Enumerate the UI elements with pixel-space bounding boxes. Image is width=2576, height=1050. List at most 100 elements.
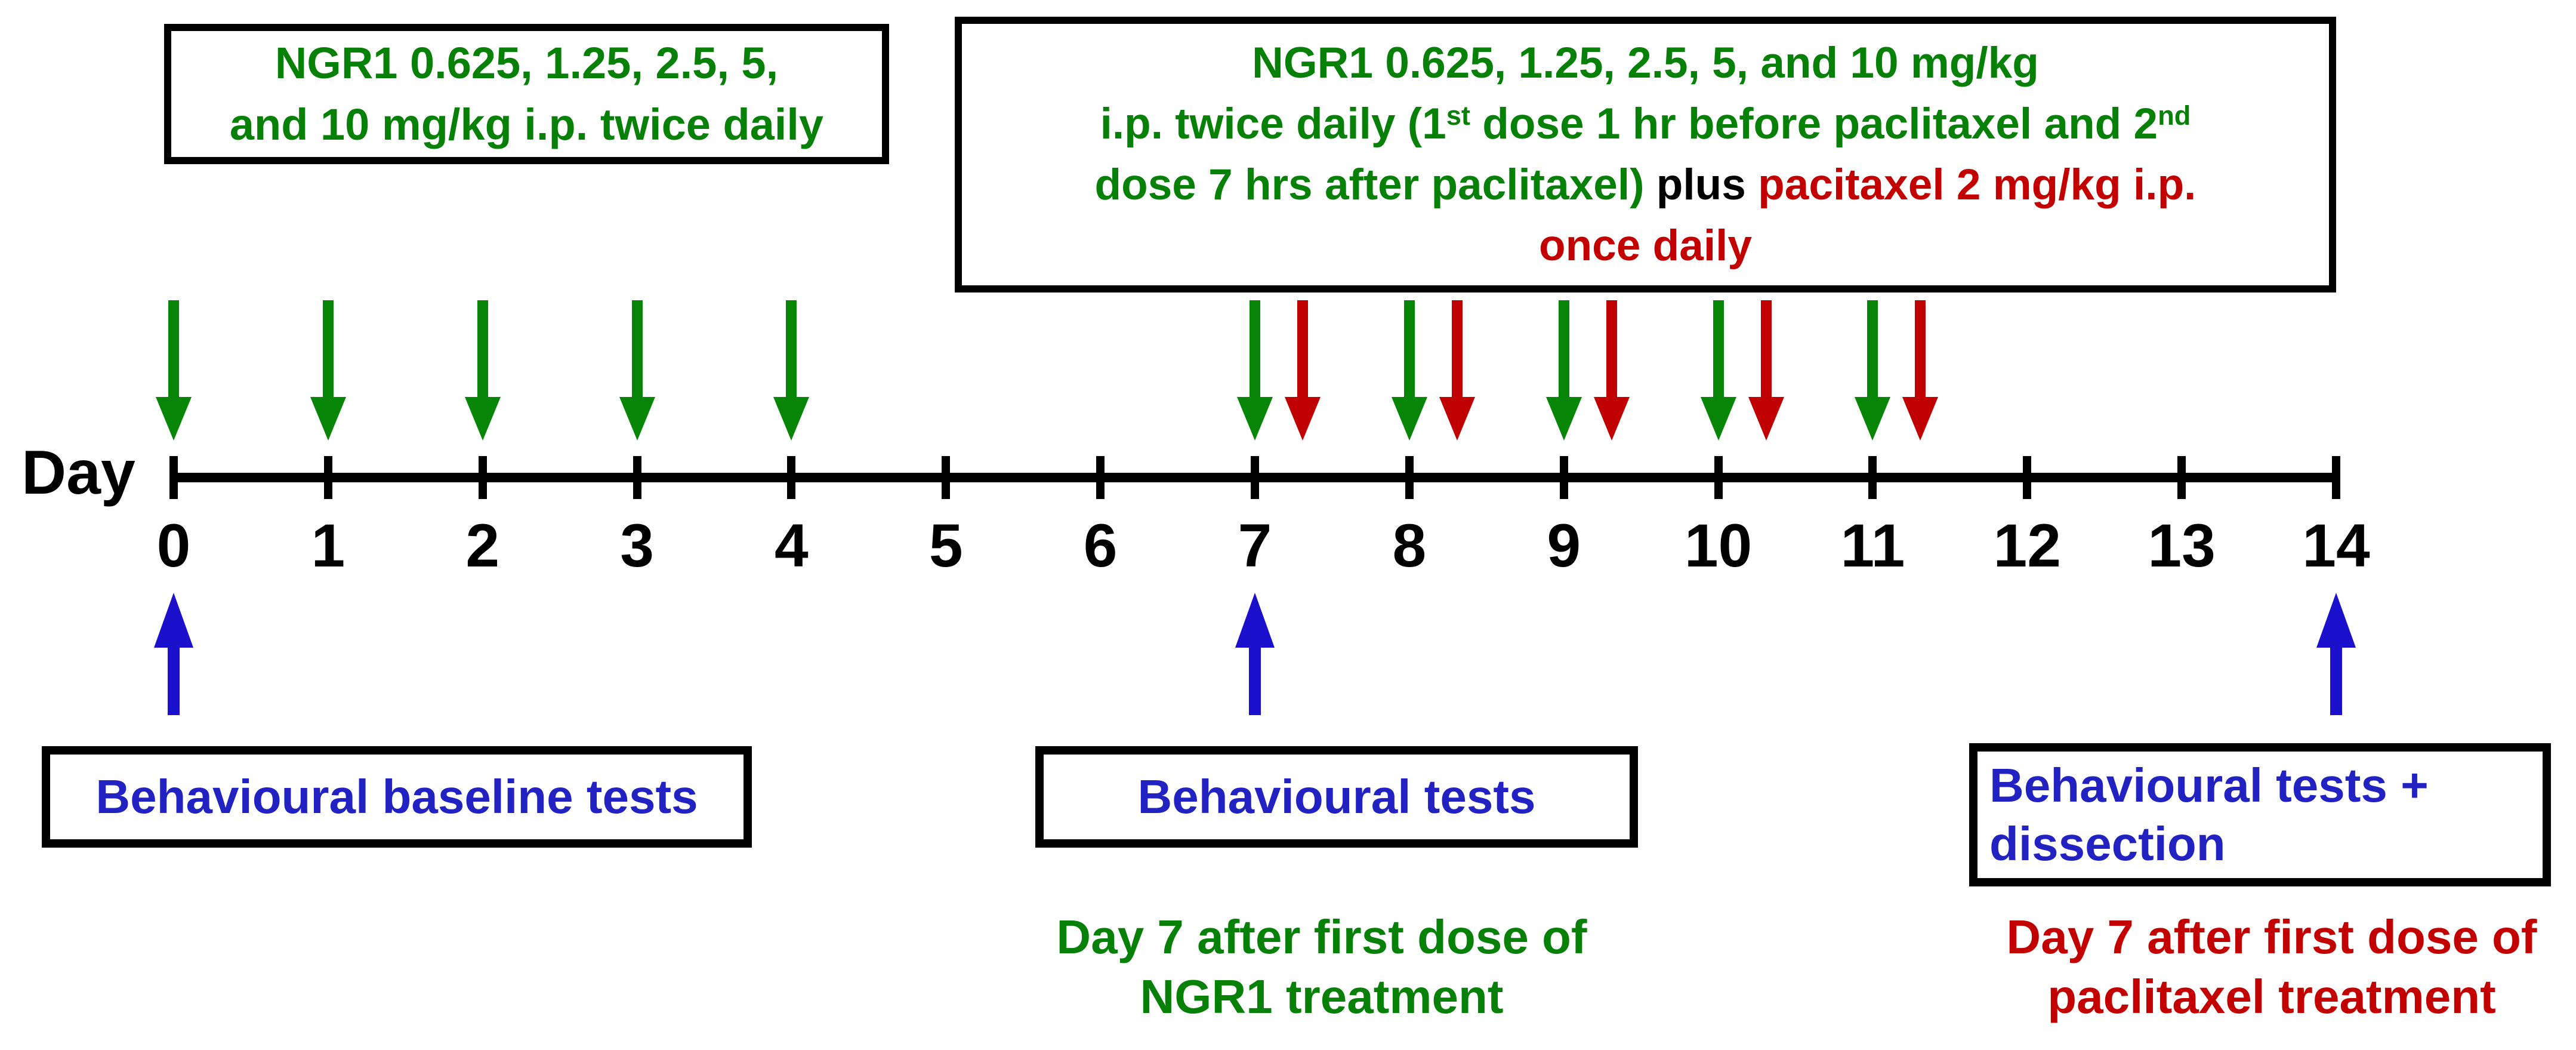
day7-paclitaxel-annotation: Day 7 after first dose of paclitaxel trea… — [1917, 907, 2576, 1027]
text-segment: dose 7 hrs after paclitaxel) — [1094, 161, 1656, 209]
arrow-head — [1439, 397, 1475, 441]
ngr1-alone-dosing-box: NGR1 0.625, 1.25, 2.5, 5, and 10 mg/kg i.… — [164, 24, 889, 164]
text-line: Day 7 after first dose of — [2006, 910, 2537, 963]
ngr1-dose-arrow — [1545, 300, 1582, 441]
ngr1-dose-arrow — [1391, 300, 1427, 441]
text-segment: dose 1 hr before paclitaxel and 2 — [1470, 99, 2158, 148]
text-line: once daily — [1539, 215, 1752, 276]
text-line: Behavioural baseline tests — [95, 770, 698, 824]
ngr1-plus-paclitaxel-dosing-box: NGR1 0.625, 1.25, 2.5, 5, and 10 mg/kg i.… — [955, 17, 2336, 292]
day-tick-label: 6 — [1083, 512, 1118, 580]
text-line: dissection — [1989, 817, 2226, 870]
ngr1-dose-arrow — [156, 300, 192, 441]
behavioural-baseline-tests-box: Behavioural baseline tests — [42, 746, 752, 848]
ngr1-dose-arrow — [619, 300, 655, 441]
paclitaxel-dose-arrow — [1284, 300, 1321, 441]
ngr1-dose-arrow — [310, 300, 346, 441]
text-line: Behavioural tests + — [1989, 759, 2429, 812]
arrow-shaft — [1713, 300, 1724, 398]
arrow-head — [1902, 397, 1939, 441]
arrow-head — [154, 593, 193, 648]
day-tick — [1714, 456, 1723, 499]
arrow-shaft — [1403, 300, 1415, 398]
text-line: dose 7 hrs after paclitaxel) plus pacita… — [1095, 155, 2196, 215]
axis-label-day: Day — [21, 438, 135, 507]
arrow-head — [2316, 593, 2356, 648]
day-tick-label: 11 — [1840, 512, 1905, 580]
arrow-head — [1700, 397, 1736, 441]
day-tick — [1559, 456, 1568, 499]
day-tick — [787, 456, 796, 499]
text-line: NGR1 0.625, 1.25, 2.5, 5, and 10 mg/kg — [1252, 33, 2039, 94]
text-line: Behavioural tests — [1137, 770, 1536, 824]
day7-ngr1-annotation: Day 7 after first dose of NGR1 treatment — [967, 907, 1677, 1027]
day-tick-label: 14 — [2302, 512, 2370, 580]
arrow-head — [310, 397, 346, 441]
day-tick — [1096, 456, 1105, 499]
day-tick — [2177, 456, 2186, 499]
arrow-shaft — [1558, 300, 1569, 398]
paclitaxel-dose-arrow — [1902, 300, 1939, 441]
arrow-head — [619, 397, 655, 441]
arrow-head — [1545, 397, 1582, 441]
arrow-head — [773, 397, 810, 441]
text-segment: pacitaxel 2 mg/kg i.p. — [1758, 161, 2196, 209]
day-tick — [323, 456, 332, 499]
day-tick-label: 12 — [1993, 512, 2062, 580]
day-tick-label: 9 — [1547, 512, 1581, 580]
arrow-shaft — [168, 300, 179, 398]
arrow-shaft — [2330, 646, 2342, 715]
day-tick-label: 10 — [1684, 512, 1753, 580]
paclitaxel-dose-arrow — [1748, 300, 1784, 441]
arrow-head — [1391, 397, 1427, 441]
text-segment: nd — [2158, 100, 2191, 131]
text-segment: plus — [1656, 161, 1759, 209]
day-tick-label: 2 — [465, 512, 500, 580]
arrow-shaft — [322, 300, 334, 398]
day-tick — [2023, 456, 2032, 499]
text-line: i.p. twice daily (1st dose 1 hr before p… — [1100, 94, 2191, 155]
arrow-shaft — [1606, 300, 1617, 398]
text-segment: st — [1446, 100, 1470, 131]
behavioural-tests-dissection-box: Behavioural tests +dissection — [1969, 743, 2551, 886]
arrow-head — [1284, 397, 1321, 441]
text-segment: NGR1 0.625, 1.25, 2.5, 5, — [274, 38, 779, 88]
text-segment: once daily — [1538, 221, 1752, 270]
day-tick-label: 5 — [928, 512, 963, 580]
arrow-head — [1855, 397, 1891, 441]
day-tick — [1405, 456, 1414, 499]
day-tick-label: 0 — [156, 512, 191, 580]
arrow-shaft — [1451, 300, 1463, 398]
arrow-shaft — [1760, 300, 1772, 398]
text-line: NGR1 treatment — [1140, 970, 1504, 1023]
ngr1-dose-arrow — [1855, 300, 1891, 441]
arrow-shaft — [1249, 300, 1260, 398]
text-line: and 10 mg/kg i.p. twice daily — [230, 94, 823, 155]
arrow-shaft — [786, 300, 797, 398]
day-tick — [942, 456, 951, 499]
day-tick-label: 4 — [775, 512, 809, 580]
behavioural-test-arrow — [2316, 593, 2356, 719]
paclitaxel-dose-arrow — [1593, 300, 1630, 441]
day-tick — [2331, 456, 2340, 499]
text-segment: and 10 mg/kg i.p. twice daily — [229, 99, 824, 149]
arrow-head — [156, 397, 192, 441]
text-line: paclitaxel treatment — [2047, 970, 2496, 1023]
arrow-shaft — [477, 300, 488, 398]
day-tick — [478, 456, 487, 499]
arrow-head — [1235, 593, 1275, 648]
day-tick-label: 3 — [620, 512, 654, 580]
arrow-shaft — [1915, 300, 1926, 398]
arrow-head — [464, 397, 501, 441]
text-segment: NGR1 0.625, 1.25, 2.5, 5, and 10 mg/kg — [1252, 38, 2039, 87]
text-line: Day 7 after first dose of — [1056, 910, 1587, 963]
ngr1-dose-arrow — [464, 300, 501, 441]
day-tick-label: 1 — [311, 512, 345, 580]
arrow-shaft — [1248, 646, 1261, 715]
day-tick-label: 8 — [1392, 512, 1427, 580]
ngr1-dose-arrow — [773, 300, 810, 441]
arrow-head — [1748, 397, 1784, 441]
day-tick-label: 13 — [2148, 512, 2216, 580]
day-tick — [1250, 456, 1259, 499]
